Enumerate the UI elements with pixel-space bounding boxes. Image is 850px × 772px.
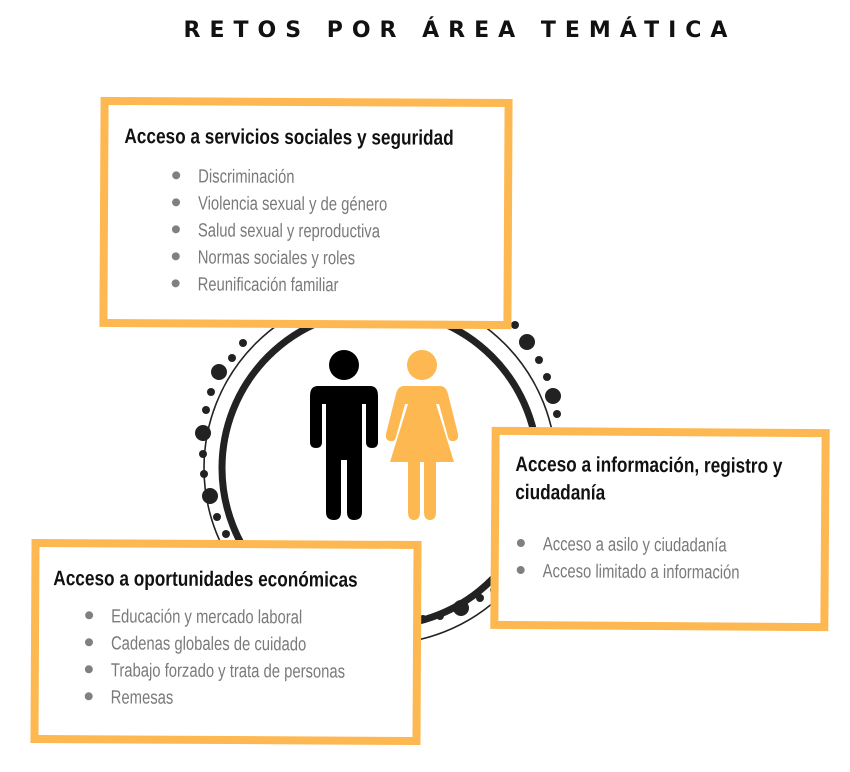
bullet-list: Discriminación Violencia sexual y de gén… [171, 163, 441, 299]
bullet-icon [171, 252, 180, 261]
beads-icon [195, 321, 561, 623]
page-title: RETOS POR ÁREA TEMÁTICA [183, 18, 737, 43]
bullet-icon [171, 225, 180, 234]
list-item: Discriminación [172, 163, 441, 191]
bullet-icon [84, 638, 94, 647]
list-item: Acceso a asilo y ciudadanía [516, 531, 796, 560]
list-item: Violencia sexual y de género [172, 190, 441, 218]
bullet-icon [84, 665, 93, 674]
list-item: Salud sexual y reproductiva [171, 217, 441, 245]
bullet-icon [171, 279, 180, 288]
list-item: Educación y mercado laboral [85, 603, 411, 632]
female-figure-icon [385, 350, 459, 520]
box-social-services: Acceso a servicios sociales y seguridad … [99, 96, 513, 330]
list-item: Cadenas globales de cuidado [84, 630, 411, 659]
list-item: Normas sociales y roles [171, 244, 441, 272]
bullet-icon [84, 692, 93, 701]
bullet-icon [85, 611, 94, 620]
bullet-list: Educación y mercado laboral Cadenas glob… [84, 603, 412, 713]
bullet-icon [516, 538, 525, 548]
bullet-icon [172, 198, 181, 207]
bullet-icon [516, 565, 525, 575]
list-item: Reunificación familiar [171, 271, 441, 299]
box-information: Acceso a información, registro y ciudada… [490, 426, 830, 632]
box-heading: Acceso a oportunidades económicas [53, 567, 358, 592]
list-item: Acceso limitado a información [516, 558, 796, 587]
box-heading: Acceso a servicios sociales y seguridad [124, 125, 454, 150]
list-item: Remesas [84, 684, 411, 713]
male-figure-icon [310, 350, 378, 520]
list-item: Trabajo forzado y trata de personas [84, 657, 411, 686]
bullet-list: Acceso a asilo y ciudadanía Acceso limit… [516, 531, 796, 587]
box-heading: Acceso a información, registro y ciudada… [515, 452, 783, 505]
bullet-icon [172, 171, 181, 180]
box-economic: Acceso a oportunidades económicas Educac… [30, 538, 422, 746]
